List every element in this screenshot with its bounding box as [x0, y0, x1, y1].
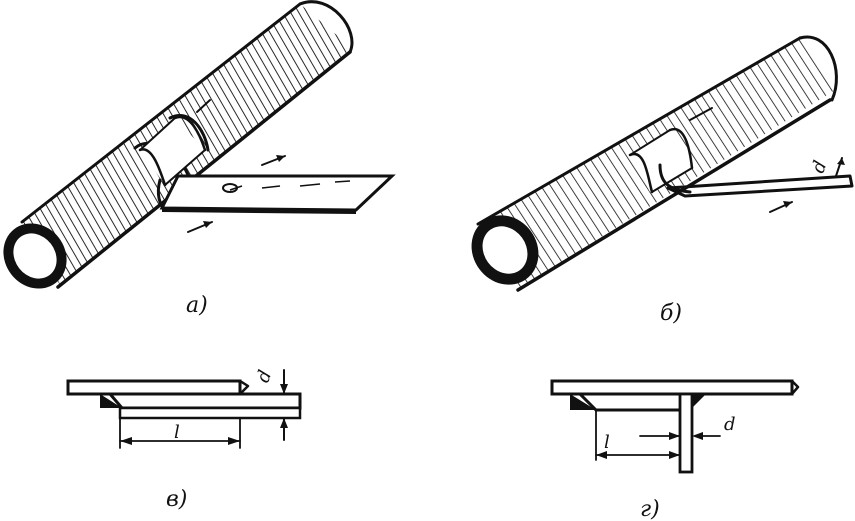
caption-g: г) [640, 497, 660, 521]
caption-a: а) [186, 293, 208, 318]
pipe-end-a [3, 223, 67, 289]
section-g [550, 379, 800, 474]
section-v [66, 369, 302, 449]
dim-d-g: d [724, 414, 736, 435]
panel-v: l d в) [66, 367, 302, 512]
panel-b: d б) [471, 35, 854, 326]
panel-g: l d г) [550, 379, 800, 521]
strip-b [658, 163, 854, 198]
dim-d-v: d [253, 367, 277, 385]
dim-d-b: d [808, 158, 832, 176]
dim-l-g: l [604, 432, 610, 453]
pipe-a [3, 0, 354, 289]
dim-arrows-a [187, 155, 286, 233]
panel-a: а) [3, 0, 396, 318]
caption-b: б) [660, 301, 682, 326]
strip-a [156, 174, 396, 214]
pipe-end-b [471, 215, 539, 285]
caption-v: в) [166, 487, 187, 512]
pipe-b [471, 35, 838, 292]
dim-l-v: l [174, 422, 180, 443]
dim-arrows-b: d [769, 157, 845, 213]
